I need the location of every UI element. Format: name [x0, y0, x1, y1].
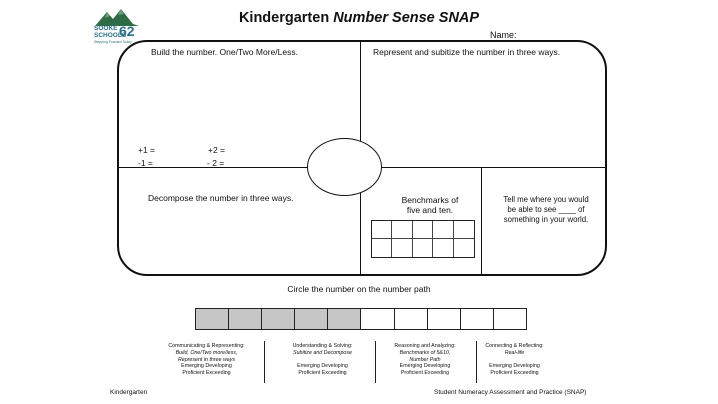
ten-frame-cell[interactable] — [433, 221, 454, 239]
rubric-divider — [264, 341, 265, 383]
number-path-box[interactable] — [262, 309, 296, 329]
ten-frame-cell[interactable] — [454, 239, 474, 257]
number-path-box[interactable] — [361, 309, 395, 329]
ten-frame-cell[interactable] — [413, 239, 434, 257]
ten-frame-cell[interactable] — [372, 239, 393, 257]
rubric-understanding: Understanding & Solving: Subitize and De… — [292, 343, 353, 377]
represent-prompt: Represent and subitize the number in thr… — [373, 47, 561, 57]
number-path-box[interactable] — [428, 309, 461, 329]
real-life-prompt: Tell me where you would be able to see _… — [503, 195, 589, 224]
footer-right: Student Numeracy Assessment and Practice… — [434, 389, 587, 396]
number-path-instruction: Circle the number on the number path — [287, 284, 431, 294]
ten-frame-cell[interactable] — [392, 239, 413, 257]
rubric-connecting: Connecting & Reflecting: Real-life Emerg… — [485, 343, 544, 377]
logo-tagline: Stepping Forward Today — [94, 40, 132, 44]
rubric-reasoning: Reasoning and Analyzing: Benchmarks of 5… — [394, 343, 456, 377]
number-path-box[interactable] — [229, 309, 263, 329]
number-path-box[interactable] — [328, 309, 362, 329]
number-path[interactable] — [195, 308, 527, 330]
ten-frame[interactable] — [371, 220, 475, 258]
ten-frame-cell[interactable] — [453, 221, 474, 239]
number-path-box[interactable] — [395, 309, 428, 329]
number-path-box[interactable] — [295, 309, 329, 329]
logo-number: 62 — [119, 23, 135, 39]
name-label: Name: — [490, 30, 517, 40]
rubric-divider — [375, 341, 376, 383]
ten-frame-cell[interactable] — [412, 221, 434, 239]
assessment-board — [117, 40, 607, 276]
plus-two-label: +2 = — [208, 145, 226, 155]
minus-two-label: - 2 = — [207, 158, 225, 168]
benchmarks-prompt: Benchmarks of five and ten. — [401, 195, 459, 215]
rubric-communicating: Communicating & Representing: Build, One… — [168, 343, 245, 377]
number-oval[interactable] — [307, 138, 382, 196]
benchmark-divider — [481, 168, 483, 275]
build-number-prompt: Build the number. One/Two More/Less. — [151, 47, 298, 57]
page-title: Kindergarten Number Sense SNAP — [238, 10, 480, 26]
mountain-logo-icon — [95, 9, 139, 26]
number-path-box[interactable] — [494, 309, 526, 329]
number-path-box[interactable] — [461, 309, 494, 329]
ten-frame-cell[interactable] — [372, 221, 393, 239]
number-path-box[interactable] — [196, 309, 230, 329]
ten-frame-cell[interactable] — [433, 239, 454, 257]
rubric-divider — [476, 341, 477, 383]
plus-one-label: +1 = — [138, 145, 156, 155]
footer-left: Kindergarten — [110, 389, 148, 396]
decompose-prompt: Decompose the number in three ways. — [148, 193, 294, 203]
ten-frame-cell[interactable] — [392, 221, 413, 239]
logo-name: SOOKE SCHOOLS — [94, 25, 127, 39]
minus-one-label: -1 = — [138, 158, 153, 168]
